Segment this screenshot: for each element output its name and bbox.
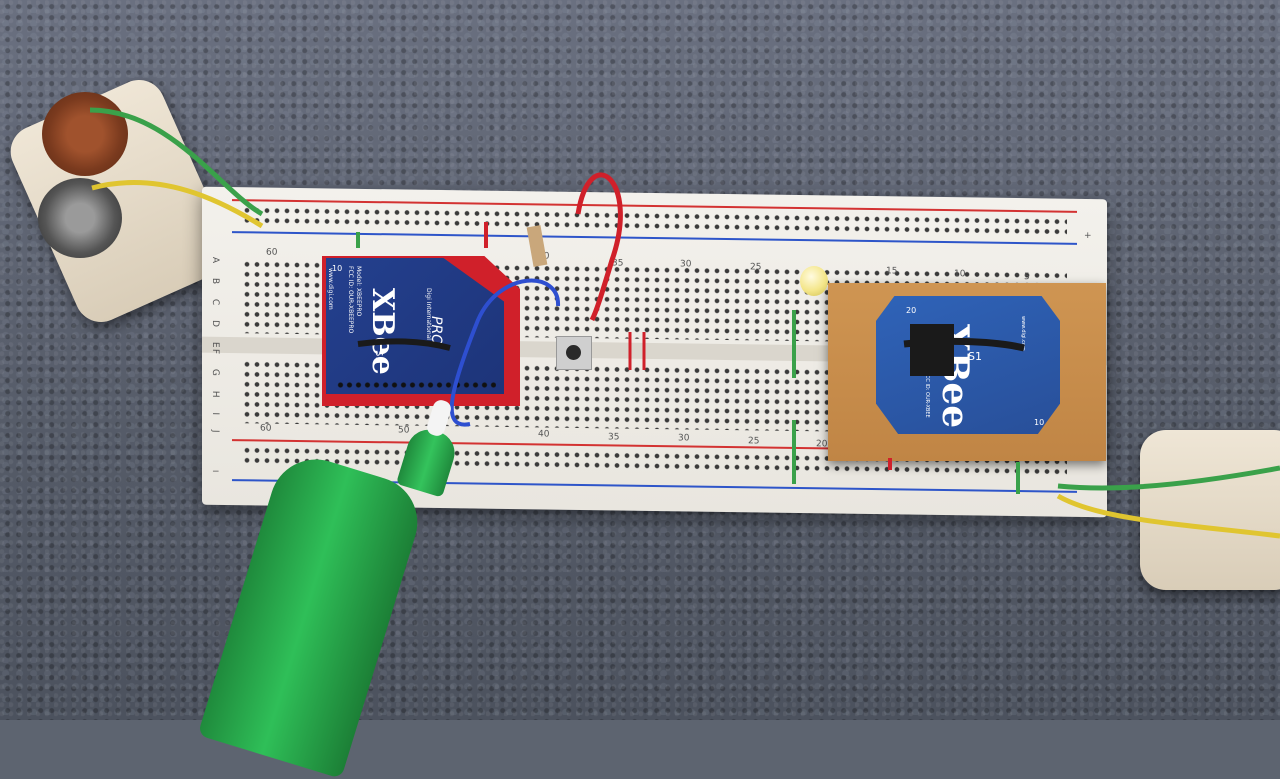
xbee-left-pins	[336, 382, 496, 388]
push-button[interactable]	[556, 336, 592, 370]
xbee-right-site: www.digi.com	[1020, 316, 1026, 351]
column-number: 15	[886, 266, 898, 277]
xbee-right-pin-top: 20	[906, 306, 917, 315]
xbee-right-pin-bottom: 10	[1034, 418, 1045, 427]
column-number: 30	[680, 259, 692, 270]
column-number: 20	[816, 439, 828, 450]
battery-cap-top	[42, 92, 128, 176]
column-number: 60	[266, 247, 278, 258]
column-number: 5	[1024, 272, 1030, 283]
column-number: 40	[538, 429, 550, 440]
minus-label: −	[212, 466, 220, 477]
xbee-module-right: XBee S1 20 10 FCC ID: OUR-XBEE www.digi.…	[876, 296, 1060, 434]
xbee-right-fcc: FCC ID: OUR-XBEE	[924, 372, 930, 418]
column-number: 35	[608, 432, 620, 443]
row-letters-bottom: F G H I J	[210, 348, 220, 439]
xbee-left-fcc: FCC ID: OUR-XBEEPRO	[347, 266, 354, 334]
column-number: 50	[398, 425, 410, 436]
xbee-right-series: S1	[968, 350, 982, 363]
yellow-led	[800, 266, 828, 296]
column-number: 60	[260, 423, 272, 434]
column-number: 10	[954, 269, 966, 280]
battery-cap-bottom	[38, 178, 122, 258]
column-number: 25	[750, 262, 762, 273]
column-number: 35	[612, 258, 624, 269]
xbee-left-model-line: Model: XBEEPRO	[355, 266, 362, 317]
xbee-right-chip	[910, 324, 954, 376]
xbee-left-pin: 10	[332, 264, 343, 273]
column-number: 30	[678, 433, 690, 444]
column-number: 25	[748, 436, 760, 447]
xbee-left-series: S1	[373, 350, 384, 363]
xbee-left-site: www.digi.com	[327, 268, 334, 310]
xbee-left-maker: Digi International	[425, 288, 432, 340]
battery-pack-right	[1140, 430, 1280, 590]
row-letters-top: A B C D E	[210, 256, 220, 354]
plus-label: +	[1084, 230, 1092, 242]
column-number: 40	[538, 251, 550, 262]
